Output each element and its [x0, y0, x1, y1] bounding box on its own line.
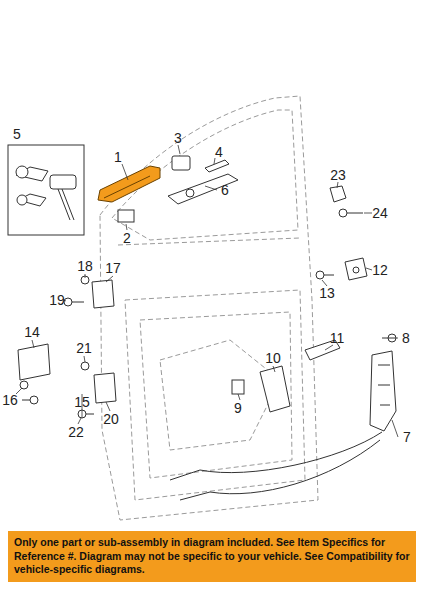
callout-number: 22	[68, 425, 84, 439]
callout-number: 21	[76, 341, 92, 355]
callout-number: 24	[372, 206, 388, 220]
door-outline	[100, 96, 318, 520]
callout-number: 8	[402, 331, 410, 345]
leader-lines	[16, 145, 398, 437]
callout-number: 20	[103, 412, 119, 426]
callout-number: 15	[74, 395, 90, 409]
callout-number: 9	[234, 401, 242, 415]
callout-number: 18	[77, 259, 93, 273]
callout-number: 6	[221, 183, 229, 197]
callout-number: 14	[24, 325, 40, 339]
callout-number: 5	[13, 127, 21, 141]
callout-number: 1	[114, 150, 122, 164]
callout-number: 4	[215, 145, 223, 159]
callout-number: 12	[372, 263, 388, 277]
callout-number: 17	[105, 261, 121, 275]
callout-number: 2	[123, 231, 131, 245]
callout-number: 23	[330, 168, 346, 182]
callout-number: 7	[403, 430, 411, 444]
notice-box: Only one part or sub-assembly in diagram…	[8, 531, 416, 582]
callout-number: 10	[265, 351, 281, 365]
notice-text: Only one part or sub-assembly in diagram…	[14, 536, 410, 577]
callout-number: 16	[2, 393, 18, 407]
callout-number: 3	[174, 131, 182, 145]
callout-number: 13	[319, 286, 335, 300]
callout-number: 11	[330, 331, 345, 345]
callout-number: 19	[49, 293, 65, 307]
parts	[8, 145, 396, 500]
